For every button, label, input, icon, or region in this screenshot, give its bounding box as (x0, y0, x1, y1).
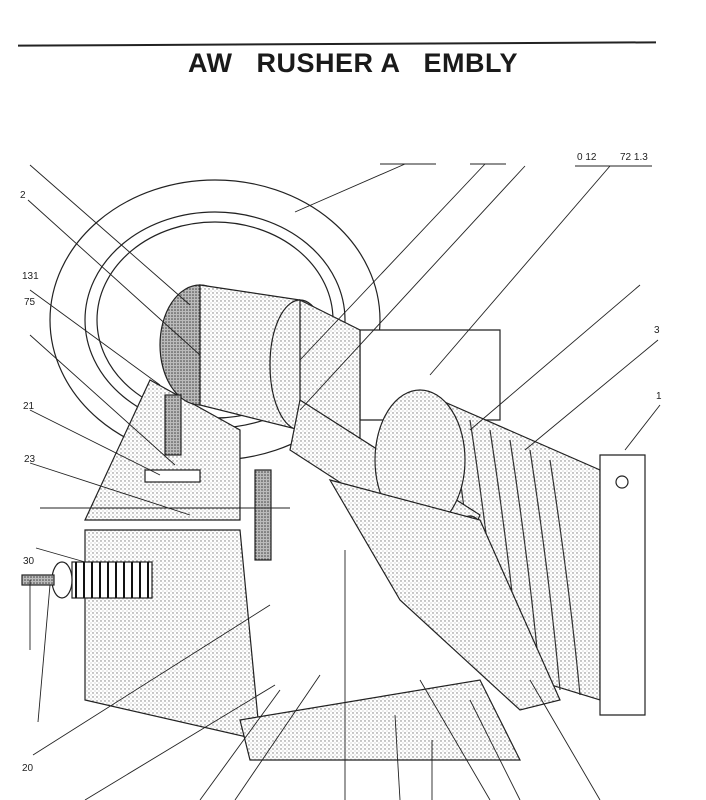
callout-75: 75 (24, 297, 36, 308)
callout-131: 131 (22, 271, 39, 282)
callout-30: 30 (23, 556, 35, 567)
top-label-right: 72 1.3 (620, 152, 648, 163)
side-bracket (599, 454, 646, 716)
callout-3: 3 (654, 325, 660, 336)
callout-21: 21 (23, 401, 35, 412)
callout-23: 23 (24, 454, 36, 465)
top-label-left: 0 12 (577, 152, 597, 163)
page-title: AW RUSHER A EMBLY (187, 48, 519, 78)
main-frame (84, 379, 241, 521)
spring (71, 561, 153, 599)
callout-2: 2 (20, 190, 26, 201)
callout-1: 1 (656, 391, 662, 402)
callout-20: 20 (22, 763, 34, 774)
